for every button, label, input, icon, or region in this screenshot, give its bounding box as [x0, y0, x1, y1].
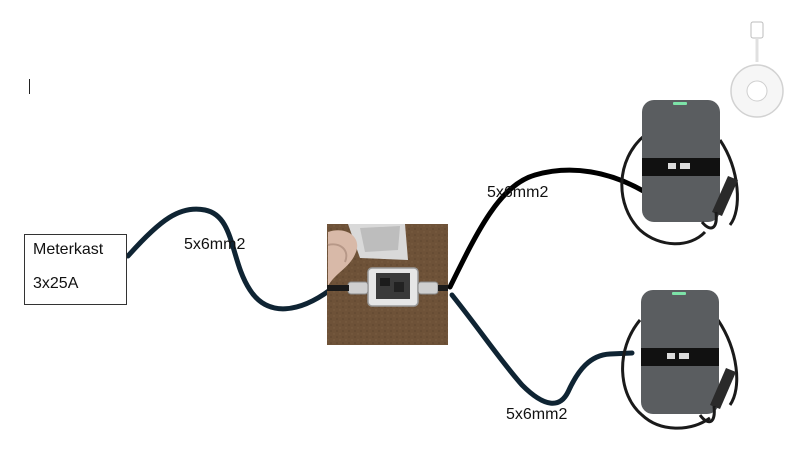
junction-box-photo — [327, 224, 448, 345]
rfid-card-icon — [730, 21, 784, 118]
cable-junction-to-top-charger — [447, 167, 653, 290]
cable-junction-to-bottom-charger — [449, 292, 635, 406]
ev-charger-icon — [620, 100, 739, 246]
ev-charger-icon-bottom — [621, 290, 739, 430]
text-cursor — [29, 79, 30, 94]
cable-meter-to-junction — [125, 206, 333, 312]
cable-label-top-charger: 5x6mm2 — [487, 184, 549, 201]
meter-title: Meterkast — [33, 241, 104, 258]
meter-rating: 3x25A — [33, 275, 79, 292]
cable-label-junction: 5x6mm2 — [184, 236, 246, 253]
meter-box: Meterkast 3x25A — [24, 234, 127, 305]
cable-label-bottom-charger: 5x6mm2 — [506, 406, 568, 423]
